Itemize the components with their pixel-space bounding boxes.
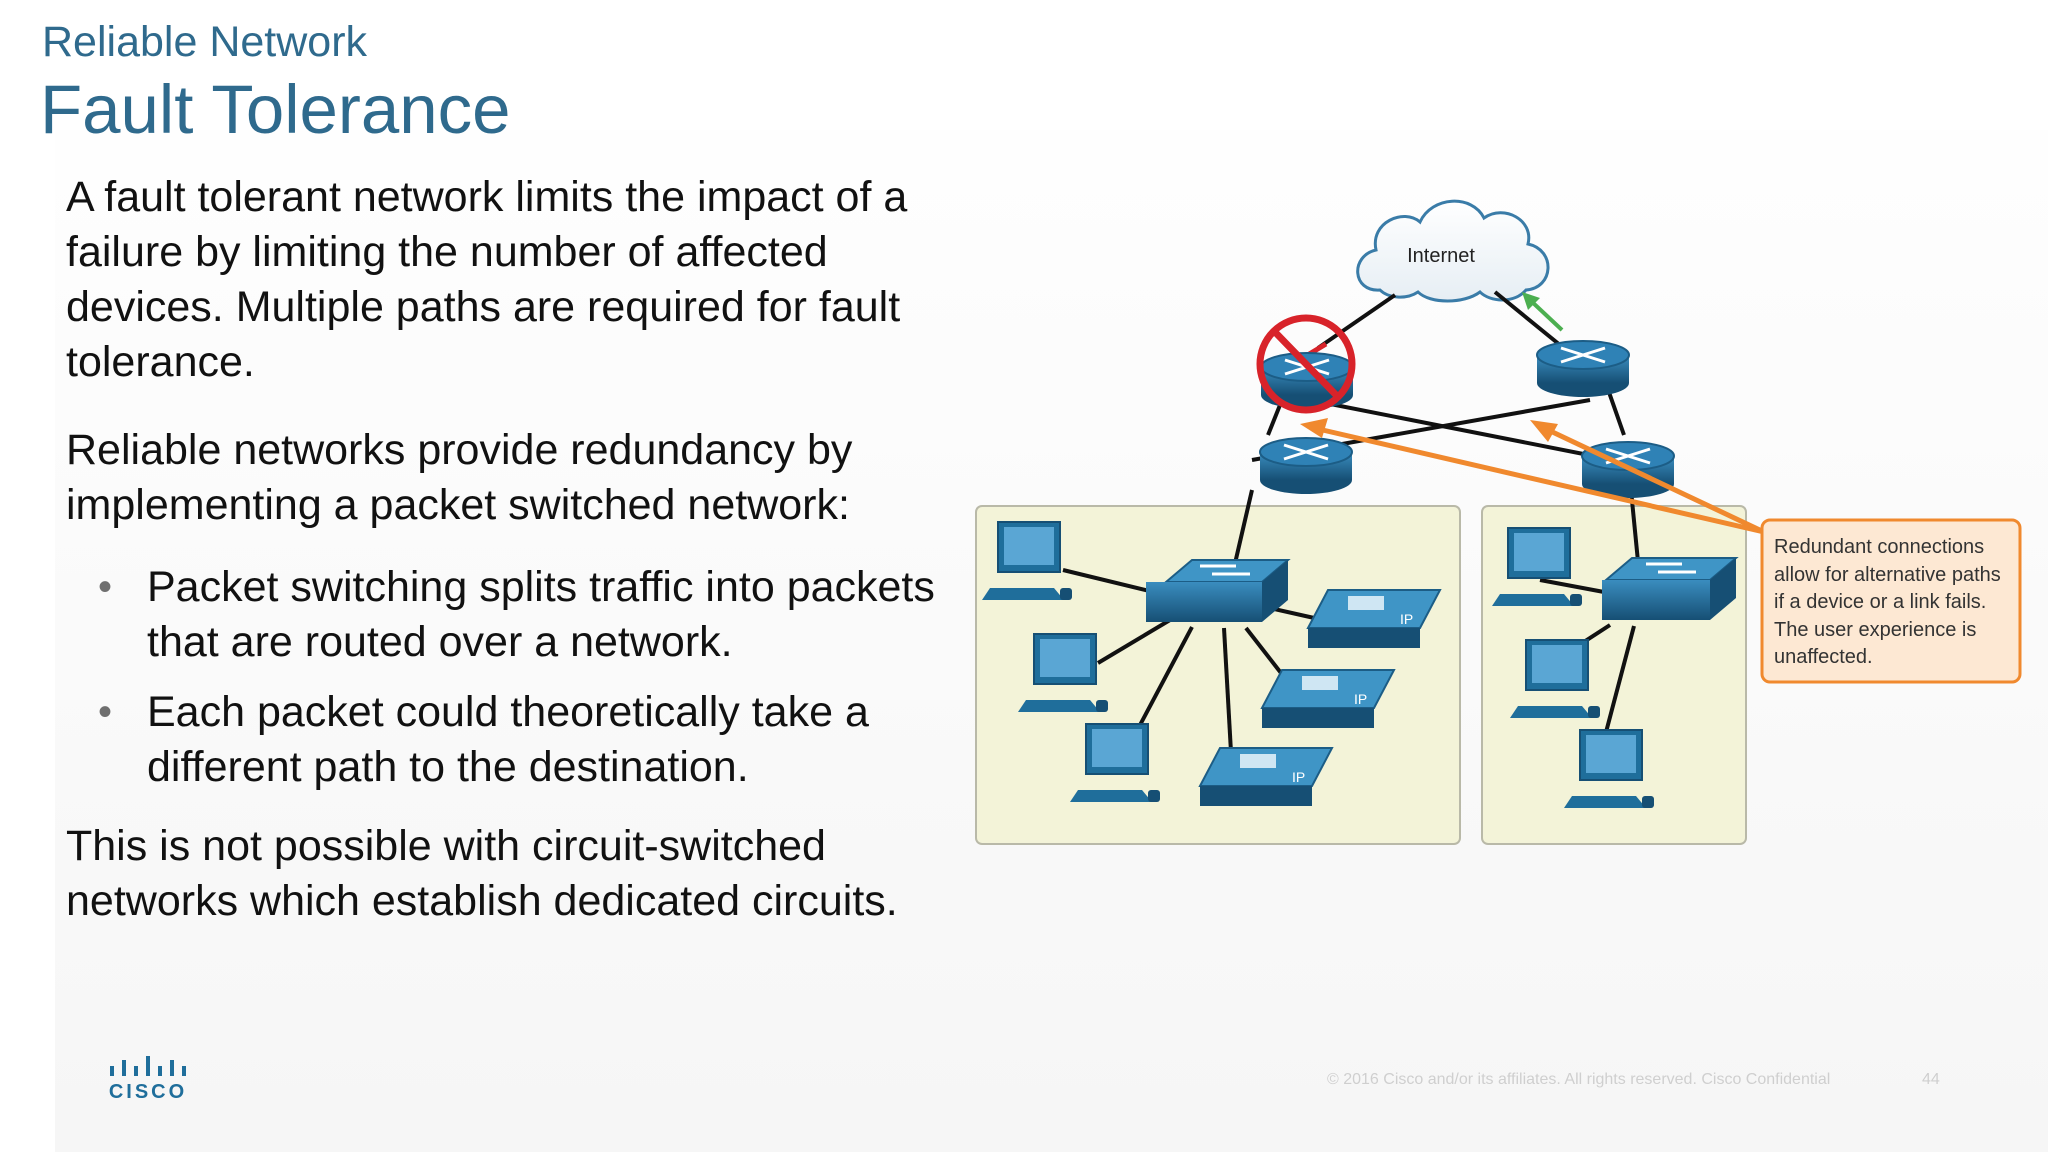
- switch-icon: [1602, 557, 1739, 620]
- ip-phone-label: IP: [1292, 769, 1305, 785]
- callout-pointer-arrows: [1300, 418, 1766, 535]
- bullet-dot-icon: •: [98, 690, 113, 734]
- switch-icon: [1146, 559, 1291, 622]
- slide-title: Fault Tolerance: [40, 71, 511, 148]
- ip-phone-icon: IP: [1260, 669, 1396, 728]
- paragraph-fault-tolerance: A fault tolerant network limits the impa…: [66, 173, 908, 386]
- pc-icon: [1492, 527, 1582, 606]
- callout-line: if a device or a link fails.: [1774, 591, 1986, 613]
- bullet-text: Packet switching splits traffic into pac…: [147, 563, 935, 666]
- network-diagram: Internet: [975, 199, 2022, 845]
- ip-phone-icon: IP: [1198, 747, 1334, 806]
- bullet-list: • Packet switching splits traffic into p…: [66, 560, 966, 810]
- paragraph-redundancy: Reliable networks provide redundancy by …: [66, 426, 853, 529]
- router-icon: [1259, 437, 1353, 494]
- bullet-item: • Each packet could theoretically take a…: [66, 685, 966, 795]
- router-icon: [1536, 340, 1630, 397]
- bullet-text: Each packet could theoretically take a d…: [147, 688, 869, 791]
- failure-prohibited-icon: [1256, 314, 1356, 414]
- callout-line: unaffected.: [1774, 646, 1873, 668]
- pc-icon: [1564, 729, 1654, 808]
- pc-icon: [1018, 633, 1108, 712]
- ip-phone-label: IP: [1400, 611, 1413, 627]
- good-path-arrow-icon: [1522, 292, 1564, 332]
- bullet-item: • Packet switching splits traffic into p…: [66, 560, 966, 670]
- paragraph-circuit-switched: This is not possible with circuit-switch…: [66, 822, 898, 925]
- footer-copyright: © 2016 Cisco and/or its affiliates. All …: [1327, 1071, 1831, 1088]
- pc-icon: [1510, 639, 1600, 718]
- slide-subtitle: Reliable Network: [42, 18, 368, 66]
- internet-label: Internet: [1407, 245, 1475, 267]
- ip-phone-label: IP: [1354, 691, 1367, 707]
- bullet-dot-icon: •: [98, 565, 113, 609]
- callout-box: [1760, 518, 2022, 684]
- cisco-logo-icon: CISCO: [109, 1056, 187, 1102]
- pc-icon: [1070, 723, 1160, 802]
- callout-line: Redundant connections: [1774, 536, 1984, 558]
- slide-page-number: 44: [1922, 1071, 1940, 1088]
- callout-line: The user experience is: [1774, 619, 1976, 641]
- ip-phone-icon: IP: [1306, 589, 1442, 648]
- svg-text:CISCO: CISCO: [109, 1081, 187, 1102]
- pc-icon: [982, 521, 1072, 600]
- callout-line: allow for alternative paths: [1774, 564, 2001, 586]
- internet-cloud-icon: [1356, 199, 1550, 303]
